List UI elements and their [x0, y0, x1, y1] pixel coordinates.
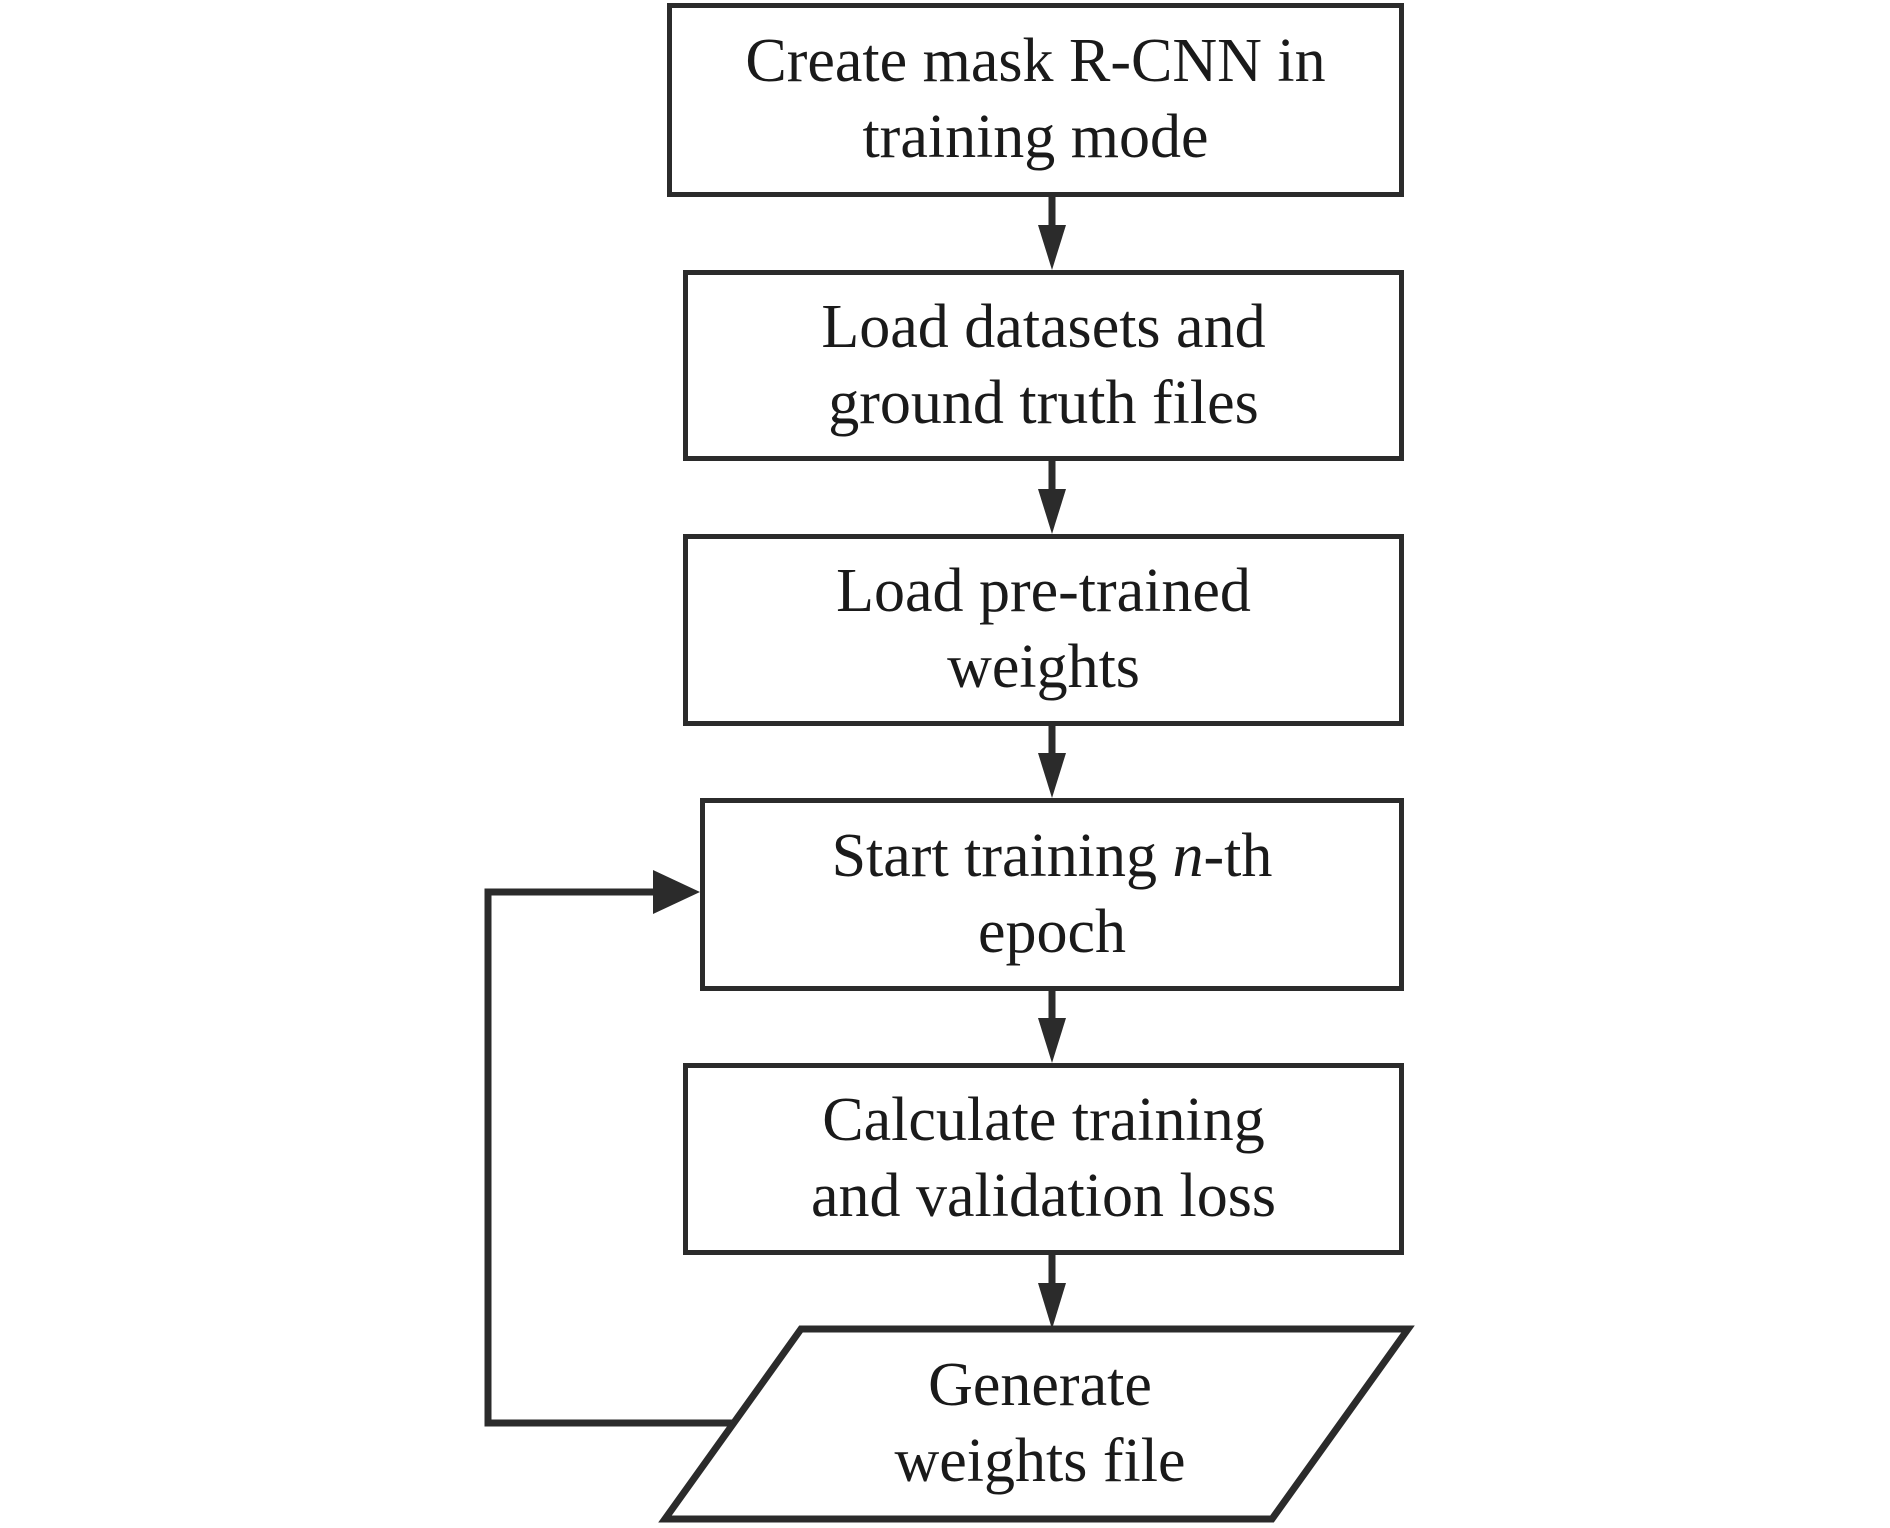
- node-load-datasets-label: Load datasets and ground truth files: [821, 292, 1266, 437]
- edge-load-datasets-to-load-weights: [1038, 461, 1066, 534]
- node-create-model[interactable]: Create mask R-CNN in training mode: [667, 3, 1404, 197]
- edge-load-weights-to-start-epoch: [1038, 726, 1066, 798]
- node-load-datasets[interactable]: Load datasets and ground truth files: [683, 270, 1404, 461]
- edge-start-epoch-to-calculate-loss: [1038, 991, 1066, 1063]
- node-start-epoch-line1-italic: n: [1172, 821, 1204, 890]
- node-generate-weights-label: Generate weights file: [894, 1351, 1186, 1495]
- edge-calculate-loss-to-generate-weights: [1038, 1255, 1066, 1329]
- node-calculate-loss-label: Calculate training and validation loss: [811, 1086, 1276, 1230]
- edge-create-model-to-load-datasets: [1038, 197, 1066, 270]
- node-start-epoch-line2: epoch: [977, 897, 1127, 966]
- node-load-weights-label: Load pre-trained weights: [836, 557, 1251, 701]
- node-calculate-loss[interactable]: Calculate training and validation loss: [683, 1063, 1404, 1255]
- node-create-model-label: Create mask R-CNN in training mode: [745, 27, 1326, 171]
- node-start-epoch-line1-post: -th: [1203, 821, 1273, 890]
- node-generate-weights[interactable]: Generate weights file: [658, 1320, 1420, 1528]
- node-start-epoch-line1-pre: Start training: [831, 821, 1173, 890]
- node-start-epoch-label: Start training n-th epoch: [818, 819, 1287, 970]
- node-load-weights[interactable]: Load pre-trained weights: [683, 534, 1404, 726]
- node-start-epoch[interactable]: Start training n-th epoch: [700, 798, 1404, 991]
- node-generate-weights-textwrap: Generate weights file: [660, 1320, 1420, 1528]
- parallelogram-shape: [658, 1325, 1415, 1523]
